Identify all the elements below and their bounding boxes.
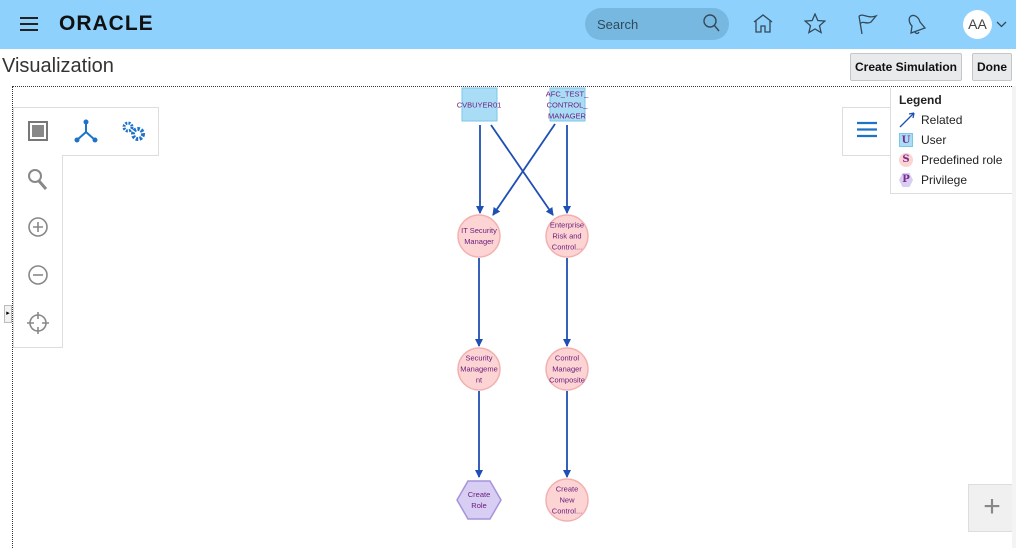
node-label: MANAGER — [548, 112, 587, 121]
user-node-u2[interactable]: AFC_TEST_ CONTROL_ MANAGER — [546, 87, 589, 122]
select-all-icon[interactable] — [28, 121, 48, 141]
legend-label: Privilege — [921, 173, 968, 187]
page-title: Visualization — [2, 55, 114, 77]
edge-arrow-icon — [899, 112, 915, 128]
center-crosshair-icon[interactable] — [26, 311, 50, 335]
node-label: Security — [465, 354, 492, 363]
node-label: Control — [555, 354, 580, 363]
privilege-node-icon: P — [899, 173, 913, 187]
vertical-scrollbar[interactable] — [1012, 86, 1016, 548]
legend-label: Predefined role — [921, 153, 1003, 167]
legend-item-related: Related — [899, 110, 1004, 130]
node-label: Manager — [552, 365, 582, 374]
flag-icon[interactable] — [856, 13, 878, 35]
legend-label: Related — [921, 113, 963, 127]
favorites-star-icon[interactable] — [804, 13, 826, 34]
add-button[interactable]: + — [968, 484, 1016, 532]
done-button[interactable]: Done — [972, 53, 1012, 81]
legend-title: Legend — [899, 93, 942, 107]
edge-u2-r1[interactable] — [492, 123, 556, 216]
role-node-icon: S — [899, 153, 913, 167]
node-label: Role — [471, 501, 486, 510]
user-node-icon: U — [899, 133, 913, 147]
legend-item-privilege: P Privilege — [899, 170, 1004, 190]
notifications-bell-icon[interactable] — [906, 13, 928, 35]
node-label: CONTROL_ — [547, 101, 589, 110]
zoom-out-icon[interactable] — [27, 264, 49, 286]
node-label: Manageme — [460, 365, 498, 374]
hamburger-menu-icon[interactable] — [20, 17, 38, 31]
zoom-in-icon[interactable] — [27, 216, 49, 238]
search-icon[interactable] — [703, 14, 720, 32]
list-menu-icon[interactable] — [857, 121, 877, 138]
node-label: Control... — [552, 243, 582, 252]
node-label: Control... — [552, 507, 582, 516]
layout-hierarchy-icon[interactable] — [74, 119, 98, 143]
settings-gears-icon[interactable] — [121, 120, 147, 142]
oracle-logo[interactable]: ORACLE — [59, 12, 154, 35]
edge-u1-r2[interactable] — [490, 124, 554, 216]
role-node-r5[interactable]: CreateNewControl... — [545, 478, 589, 522]
node-label: New — [559, 496, 575, 505]
node-label: CVBUYER01 — [457, 101, 502, 110]
visualization-canvas[interactable] — [12, 86, 1016, 548]
node-label: Manager — [464, 237, 494, 246]
user-avatar[interactable]: AA — [963, 10, 992, 39]
legend-item-user: U User — [899, 130, 1004, 150]
node-label: IT Security — [461, 226, 497, 235]
node-label: Create — [468, 490, 491, 499]
search-graph-icon[interactable] — [27, 168, 49, 192]
home-icon[interactable] — [752, 13, 774, 33]
node-label: Risk and — [552, 232, 581, 241]
legend-label: User — [921, 133, 947, 147]
create-simulation-button[interactable]: Create Simulation — [850, 53, 962, 81]
node-label: Enterprise — [550, 221, 584, 230]
top-header — [0, 0, 1016, 49]
chevron-down-icon[interactable] — [996, 21, 1007, 28]
expand-panel-handle[interactable]: ▸ — [4, 305, 12, 323]
node-label: nt — [476, 376, 483, 385]
node-label: Create — [556, 485, 579, 494]
legend-item-predefined-role: S Predefined role — [899, 150, 1004, 170]
node-label: Composite — [549, 376, 585, 385]
user-node-u1[interactable]: CVBUYER01 — [457, 87, 502, 122]
node-label: AFC_TEST_ — [546, 90, 589, 99]
